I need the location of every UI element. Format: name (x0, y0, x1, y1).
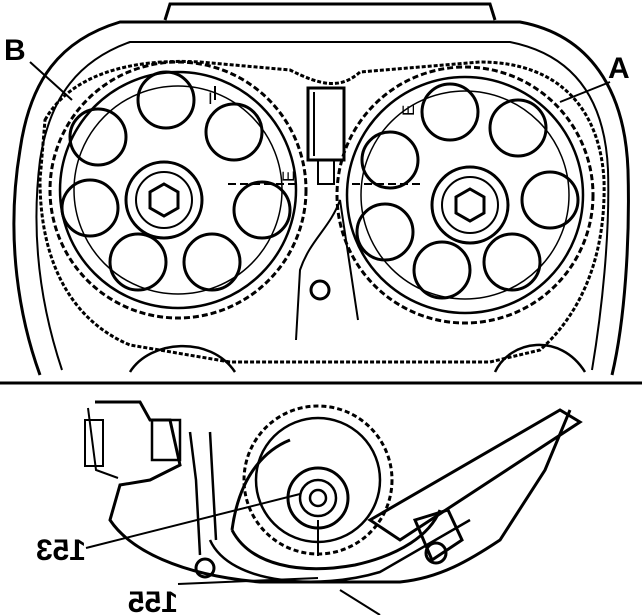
sprocket-hole (108, 232, 168, 292)
callout-label-153: 153 (36, 534, 86, 567)
top-panel (12, 2, 630, 376)
hub-bolt (148, 182, 180, 218)
engine-cover-outline (12, 20, 630, 376)
sprocket-hole (68, 107, 128, 167)
sprocket-hole (360, 130, 420, 190)
callout-b-leader (29, 61, 73, 101)
cover-top-lip (163, 2, 497, 21)
block-boss (150, 418, 182, 462)
tensioner-bolt (194, 557, 216, 579)
right-camshaft-sprocket (335, 65, 595, 325)
timing-belt (38, 59, 606, 364)
engine-block-detail (87, 407, 119, 479)
timing-mark-right-top: E (399, 105, 418, 116)
sprocket-hole (60, 178, 120, 238)
sprocket-hole (482, 232, 542, 292)
sprocket-hole (488, 98, 548, 158)
lower-left-pulley (128, 344, 237, 373)
callout-155-leader (177, 577, 319, 585)
sprocket-hole (182, 232, 242, 292)
sprocket-hole (204, 102, 264, 162)
wrench-handle (367, 408, 583, 542)
belt-guide (208, 518, 471, 583)
bottom-leader (339, 589, 381, 615)
callout-label-155: 155 (128, 586, 178, 615)
engine-block-outline (95, 400, 572, 584)
hub-bolt (454, 187, 486, 223)
sprocket-hole (420, 82, 480, 142)
callout-label-b: B (4, 34, 26, 67)
tensioner-bracket (188, 431, 218, 556)
callout-153-leader (85, 493, 301, 549)
callout-label-a: A (608, 52, 630, 85)
timing-mark-left-side: E (279, 171, 298, 182)
sprocket-hub (430, 165, 510, 245)
engine-cover-inner (35, 41, 610, 371)
bearing-cap (295, 86, 359, 341)
timing-belt-lower (230, 438, 442, 571)
lower-right-pulley (493, 343, 587, 373)
left-camshaft-sprocket (48, 60, 308, 320)
sprocket-hole (520, 170, 580, 230)
wrench-pivot (424, 541, 448, 565)
wrench-head (412, 508, 464, 563)
sprocket-hole (136, 70, 196, 130)
sprocket-hole (355, 202, 415, 262)
callout-a-leader (559, 81, 611, 103)
center-stud (309, 279, 331, 301)
crankshaft-sprocket (242, 404, 394, 556)
bottom-panel (84, 400, 583, 615)
sprocket-hole (412, 240, 472, 300)
sprocket-hub (124, 160, 204, 240)
timing-mark-left-top: I (208, 89, 213, 108)
sprocket-hole (232, 180, 292, 240)
